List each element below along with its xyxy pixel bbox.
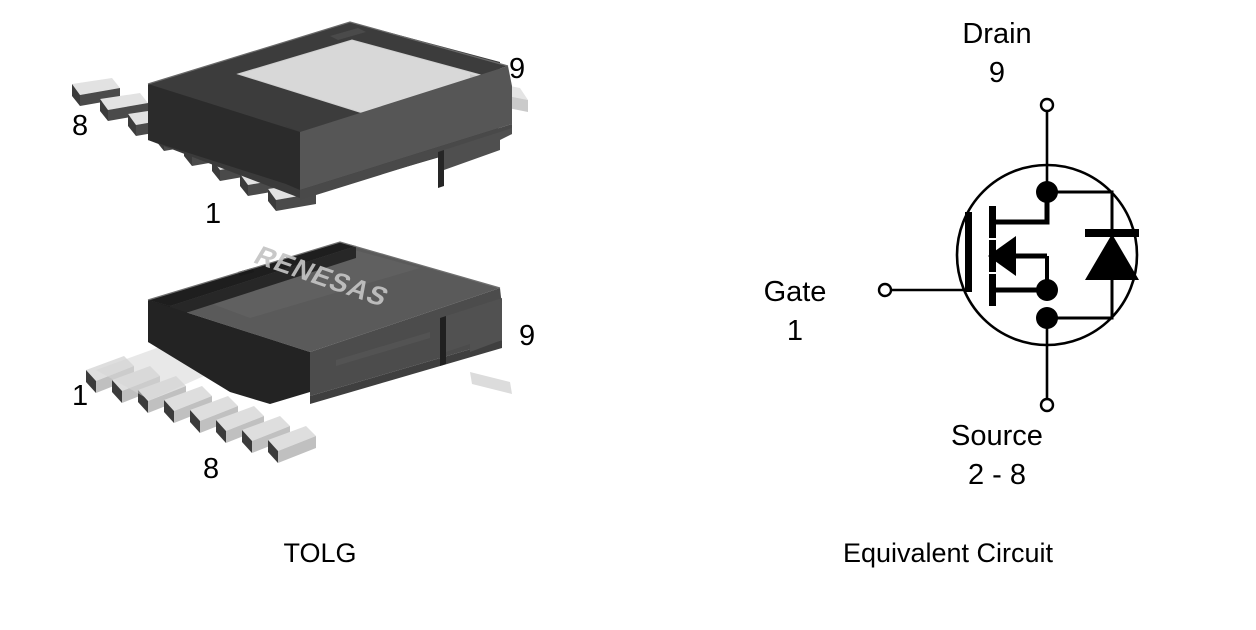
drain-terminal-label: Drain bbox=[962, 18, 1032, 50]
substrate-arrow bbox=[988, 236, 1016, 276]
tolg-package-top-view: RENESAS bbox=[86, 240, 512, 463]
tolg-package-bottom-view bbox=[72, 21, 528, 211]
drain-pin-number: 9 bbox=[988, 57, 1006, 89]
pin-label-lower-8: 8 bbox=[203, 453, 220, 485]
gate-terminal-node bbox=[877, 282, 893, 298]
package-body-lower bbox=[147, 241, 502, 404]
lead-l-8 bbox=[268, 426, 316, 463]
source-terminal-node bbox=[1039, 397, 1055, 413]
body-diode-top-wire bbox=[1047, 190, 1114, 232]
lead-8 bbox=[72, 78, 120, 106]
tolg-package-drawing: RENESAS bbox=[72, 21, 528, 463]
circuit-caption: Equivalent Circuit bbox=[842, 538, 1054, 568]
mosfet-symbol bbox=[877, 97, 1139, 413]
body-diode-anode-triangle bbox=[1085, 234, 1139, 280]
pin-label-upper-1: 1 bbox=[205, 198, 222, 230]
pin-label-upper-8: 8 bbox=[72, 110, 89, 142]
pin-label-upper-9: 9 bbox=[509, 53, 526, 85]
pin-label-lower-1: 1 bbox=[72, 380, 89, 412]
source-terminal-label: Source bbox=[951, 420, 1043, 452]
pin-label-lower-9: 9 bbox=[519, 320, 536, 352]
package-body-upper bbox=[147, 21, 512, 200]
channel-segment-top bbox=[989, 206, 996, 238]
source-channel-junction-dot bbox=[1036, 279, 1058, 301]
gate-pin-number: 1 bbox=[786, 315, 804, 347]
package-illustration-panel: RENESAS 8 1 9 1 8 9 TOLG bbox=[72, 21, 536, 568]
equivalent-circuit-panel: Drain 9 Gate 1 Source 2 - 8 bbox=[640, 0, 1256, 630]
package-caption: TOLG bbox=[283, 538, 357, 568]
gate-electrode-bar bbox=[965, 212, 972, 292]
tab-lead-9-lower bbox=[470, 372, 512, 394]
gate-terminal-label: Gate bbox=[763, 276, 827, 308]
body-diode-bottom-wire bbox=[1047, 278, 1114, 320]
lead-7 bbox=[100, 93, 148, 121]
channel-segment-bottom bbox=[989, 274, 996, 306]
body-diode-cathode-bar bbox=[1085, 229, 1139, 237]
drain-terminal-node bbox=[1039, 97, 1055, 113]
source-pin-number: 2 - 8 bbox=[967, 459, 1027, 491]
